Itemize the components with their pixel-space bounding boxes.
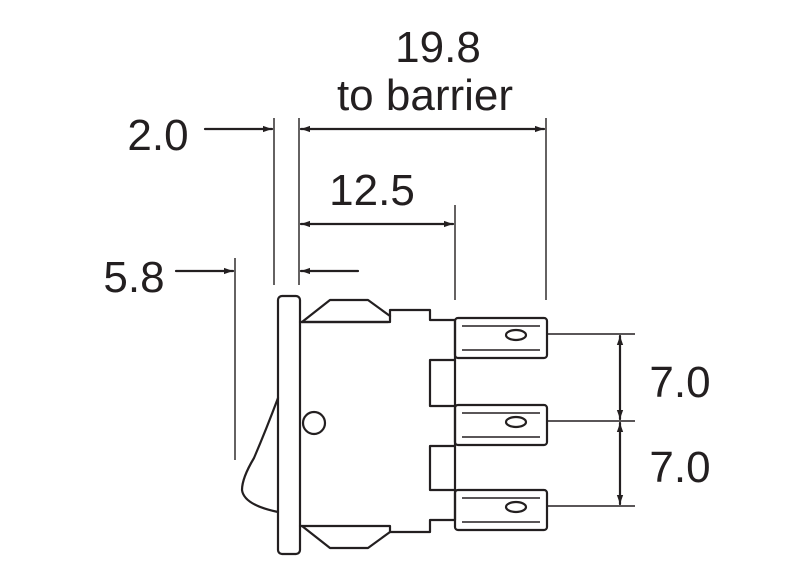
dim-panel-gap-value: 2.0: [127, 111, 188, 160]
dim-overall-value: 19.8: [395, 23, 481, 72]
upper-notch: [428, 358, 457, 408]
rocker-switch: [240, 294, 457, 556]
terminal-top: [453, 316, 549, 360]
terminal-bottom-hole: [504, 500, 528, 514]
dim-pitch-lower-value: 7.0: [649, 443, 710, 492]
extension-lines: [234, 118, 635, 507]
indicator-circle: [301, 410, 327, 436]
terminal-middle-hole: [504, 415, 528, 429]
rocker-actuator: [240, 396, 280, 514]
terminal-middle: [453, 403, 549, 447]
terminal-top-hole: [504, 328, 528, 342]
switch-bezel: [276, 294, 302, 556]
dim-pitch-upper-value: 7.0: [649, 358, 710, 407]
dimension-lines: [174, 125, 624, 506]
bottom-clip: [300, 524, 392, 550]
dim-rocker-offset-value: 5.8: [103, 253, 164, 302]
dim-shoulder-value: 12.5: [329, 166, 415, 215]
dim-overall-note: to barrier: [337, 71, 513, 120]
top-clip: [300, 298, 392, 324]
switch-housing: [298, 308, 457, 534]
lower-notch: [428, 444, 457, 492]
terminal-bottom: [453, 488, 549, 532]
